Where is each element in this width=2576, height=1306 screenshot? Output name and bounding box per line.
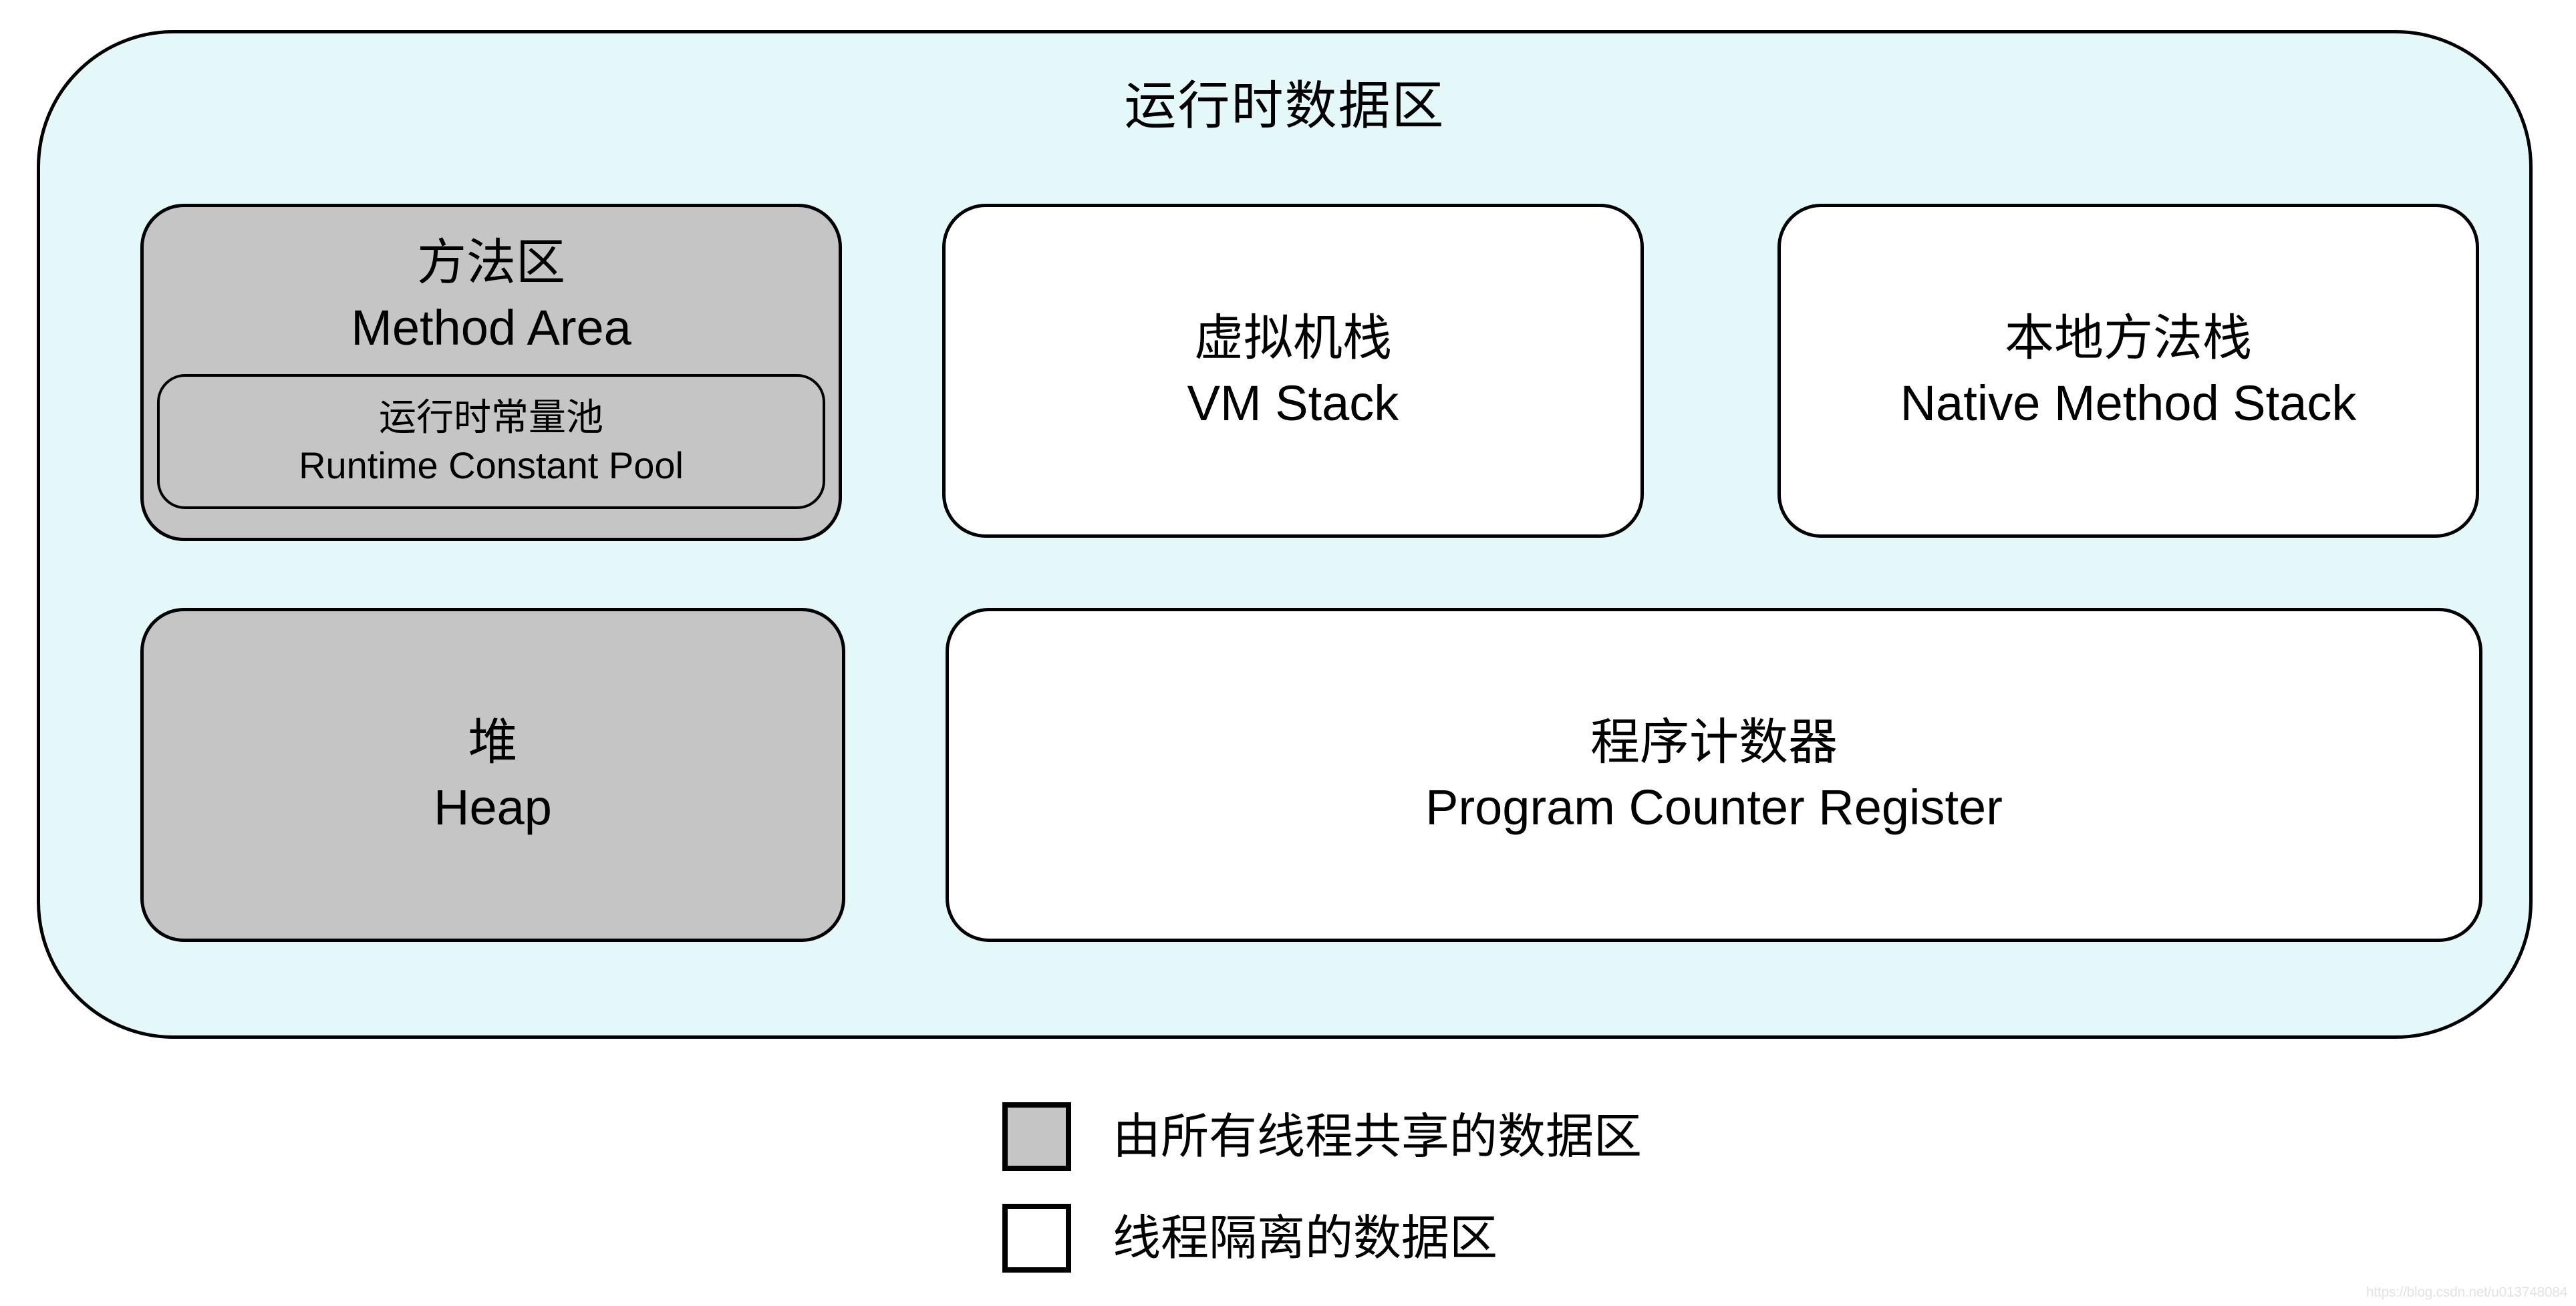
watermark-url: https://blog.csdn.net/u013748084 [2366, 1285, 2567, 1300]
legend-label-shared: 由所有线程共享的数据区 [1113, 1110, 1642, 1164]
native-method-stack-label-en: Native Method Stack [1900, 375, 2357, 431]
heap-label-en: Heap [434, 780, 552, 835]
method-area-label-zh: 方法区 [417, 234, 565, 290]
heap-box: 堆 Heap [140, 608, 845, 942]
legend: 由所有线程共享的数据区 线程隔离的数据区 [1002, 1102, 1642, 1273]
runtime-constant-pool-label-en: Runtime Constant Pool [299, 444, 684, 486]
vm-stack-label-en: VM Stack [1187, 375, 1399, 431]
legend-item-isolated: 线程隔离的数据区 [1002, 1204, 1642, 1273]
method-area-box: 方法区 Method Area 运行时常量池 Runtime Constant … [140, 204, 842, 541]
legend-item-shared: 由所有线程共享的数据区 [1002, 1102, 1642, 1171]
program-counter-register-label-zh: 程序计数器 [1590, 714, 1838, 770]
diagram-title: 运行时数据区 [1124, 76, 1445, 135]
runtime-constant-pool-box: 运行时常量池 Runtime Constant Pool [157, 374, 825, 509]
method-area-label-en: Method Area [351, 299, 631, 355]
program-counter-register-label-en: Program Counter Register [1425, 780, 2003, 835]
program-counter-register-box: 程序计数器 Program Counter Register [946, 608, 2482, 942]
runtime-data-area-container: 运行时数据区 方法区 Method Area 运行时常量池 Runtime Co… [37, 30, 2533, 1039]
native-method-stack-box: 本地方法栈 Native Method Stack [1777, 204, 2479, 538]
native-method-stack-label-zh: 本地方法栈 [2005, 310, 2252, 366]
shared-swatch-icon [1002, 1102, 1071, 1171]
isolated-swatch-icon [1002, 1204, 1071, 1273]
heap-label-zh: 堆 [468, 714, 518, 770]
vm-stack-box: 虚拟机栈 VM Stack [942, 204, 1644, 538]
vm-stack-label-zh: 虚拟机栈 [1194, 310, 1392, 366]
runtime-constant-pool-label-zh: 运行时常量池 [379, 396, 603, 439]
legend-label-isolated: 线程隔离的数据区 [1113, 1211, 1498, 1265]
